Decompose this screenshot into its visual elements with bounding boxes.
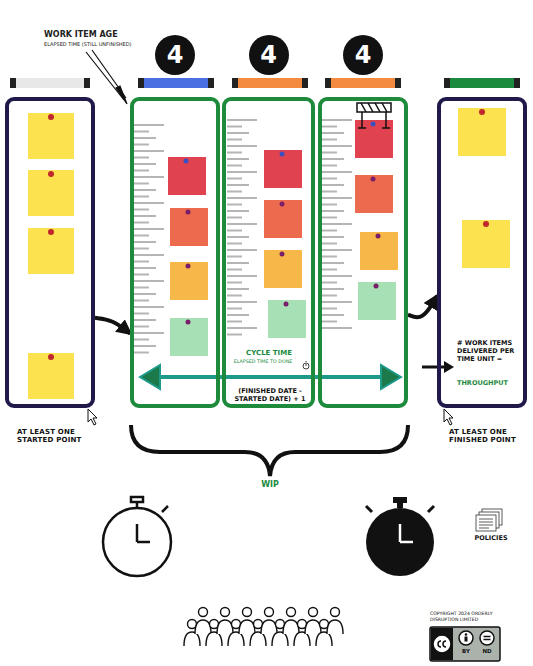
metric-note: ELAPSED TIME TO DONE <box>226 359 300 365</box>
metric-name: THROUGHPUT <box>457 380 523 388</box>
formula: (FINISHED DATE - STARTED DATE) + 1 <box>228 388 312 404</box>
wip-limit-number: 4 <box>249 35 289 75</box>
group-label: WIP <box>250 480 290 490</box>
pointer-icon <box>88 409 453 425</box>
boundary-note: AT LEAST ONE STARTED POINT <box>17 428 91 445</box>
blocker-icon <box>357 103 391 128</box>
metric-name: CYCLE TIME <box>226 349 312 357</box>
leader-arrow <box>86 50 127 104</box>
wip-bracket <box>131 425 408 476</box>
wip-limit-number: 4 <box>343 35 383 75</box>
backlog-column: AT LEAST ONE STARTED POINT <box>5 97 95 408</box>
annotation-title: WORK ITEM AGE <box>44 30 164 40</box>
start-stopwatch <box>103 497 171 576</box>
policies-icon <box>476 509 502 531</box>
wip-limit-number: 4 <box>155 35 195 75</box>
boundary-note: AT LEAST ONE FINISHED POINT <box>449 428 523 445</box>
in-progress-column: 4 <box>130 97 220 408</box>
flow-arrow <box>408 296 437 317</box>
column-header-bars <box>10 78 520 88</box>
team-people <box>184 608 343 647</box>
cycle-time-arrow <box>140 365 401 389</box>
stopwatch-icon <box>303 361 309 369</box>
icon-label: POLICIES <box>466 535 516 543</box>
license-term: BY <box>455 648 477 655</box>
annotation-note: ELAPSED TIME (STILL UNFINISHED) <box>44 41 164 47</box>
metric-description: # WORK ITEMS DELIVERED PER TIME UNIT = <box>457 340 523 363</box>
in-progress-column: 4 <box>318 97 408 408</box>
copyright-note: COPYRIGHT 2024 ORDERLY DISRUPTION LIMITE… <box>430 611 504 622</box>
stop-stopwatch <box>366 497 434 576</box>
flow-arrow <box>95 318 130 334</box>
license-badge <box>430 627 500 661</box>
license-term: ND <box>476 648 498 655</box>
